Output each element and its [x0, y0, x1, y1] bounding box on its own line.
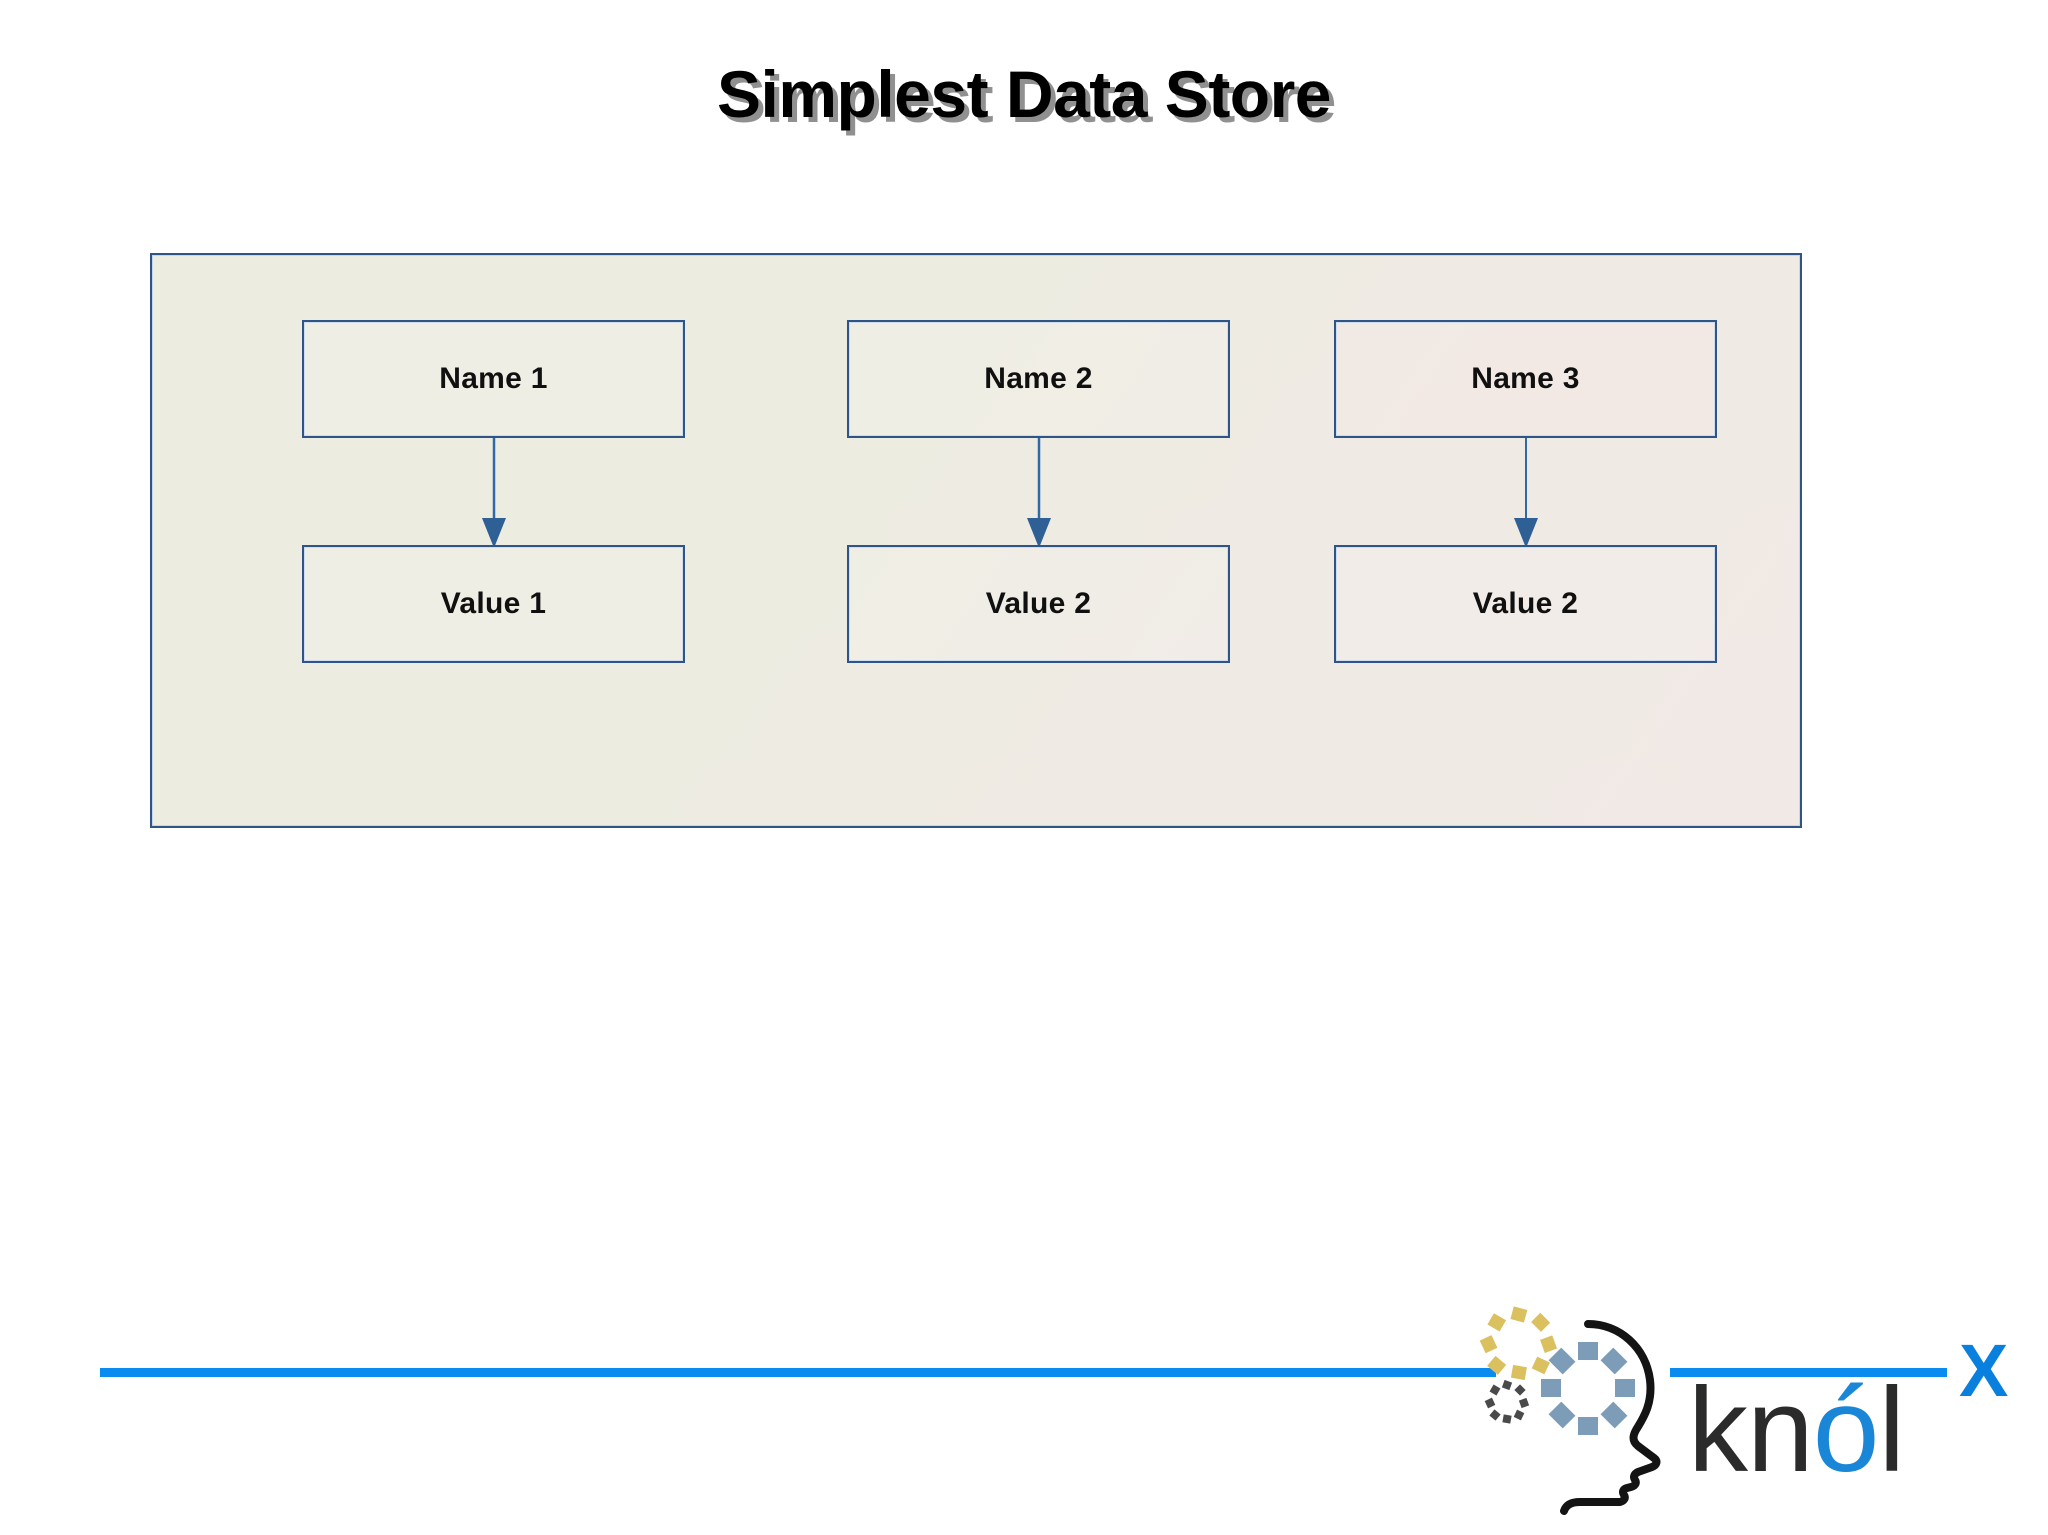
name-box-1-label: Name 1 [439, 362, 548, 395]
footer-rule-right [1670, 1368, 1947, 1377]
name-box-3-label: Name 3 [1471, 362, 1580, 395]
name-box-2[interactable]: Name 2 [847, 320, 1230, 438]
knolx-wordmark: knól [1688, 1370, 1905, 1490]
value-box-3-label: Value 2 [1472, 587, 1579, 620]
wordmark-part-3: l [1878, 1363, 1906, 1497]
value-box-2[interactable]: Value 2 [847, 545, 1230, 663]
gear-ring-blue-icon [1541, 1342, 1635, 1435]
wordmark-part-1: kn [1688, 1363, 1814, 1497]
value-box-1-label: Value 1 [440, 587, 547, 620]
head-profile-icon [1479, 1306, 1661, 1515]
name-box-1[interactable]: Name 1 [302, 320, 685, 438]
arrow-down-icon-1 [482, 438, 506, 548]
footer-rule-left [100, 1368, 1496, 1377]
wordmark-accent-o: ó [1812, 1363, 1880, 1497]
name-box-3[interactable]: Name 3 [1334, 320, 1717, 438]
gear-ring-gray-icon [1484, 1379, 1530, 1424]
page-title: Simplest Data Store [716, 57, 1332, 131]
data-store-panel: Name 1 Value 1 Name 2 Value 2 Name 3 Val… [150, 253, 1802, 828]
arrow-down-icon-3 [1514, 438, 1538, 548]
value-box-2-label: Value 2 [985, 587, 1092, 620]
wordmark-superscript-x: X [1959, 1329, 2009, 1412]
knolx-logo: knól X [1470, 1302, 2040, 1527]
gear-ring-yellow-icon [1479, 1306, 1558, 1381]
arrow-down-icon-2 [1027, 438, 1051, 548]
value-box-1[interactable]: Value 1 [302, 545, 685, 663]
value-box-3[interactable]: Value 2 [1334, 545, 1717, 663]
name-box-2-label: Name 2 [984, 362, 1093, 395]
